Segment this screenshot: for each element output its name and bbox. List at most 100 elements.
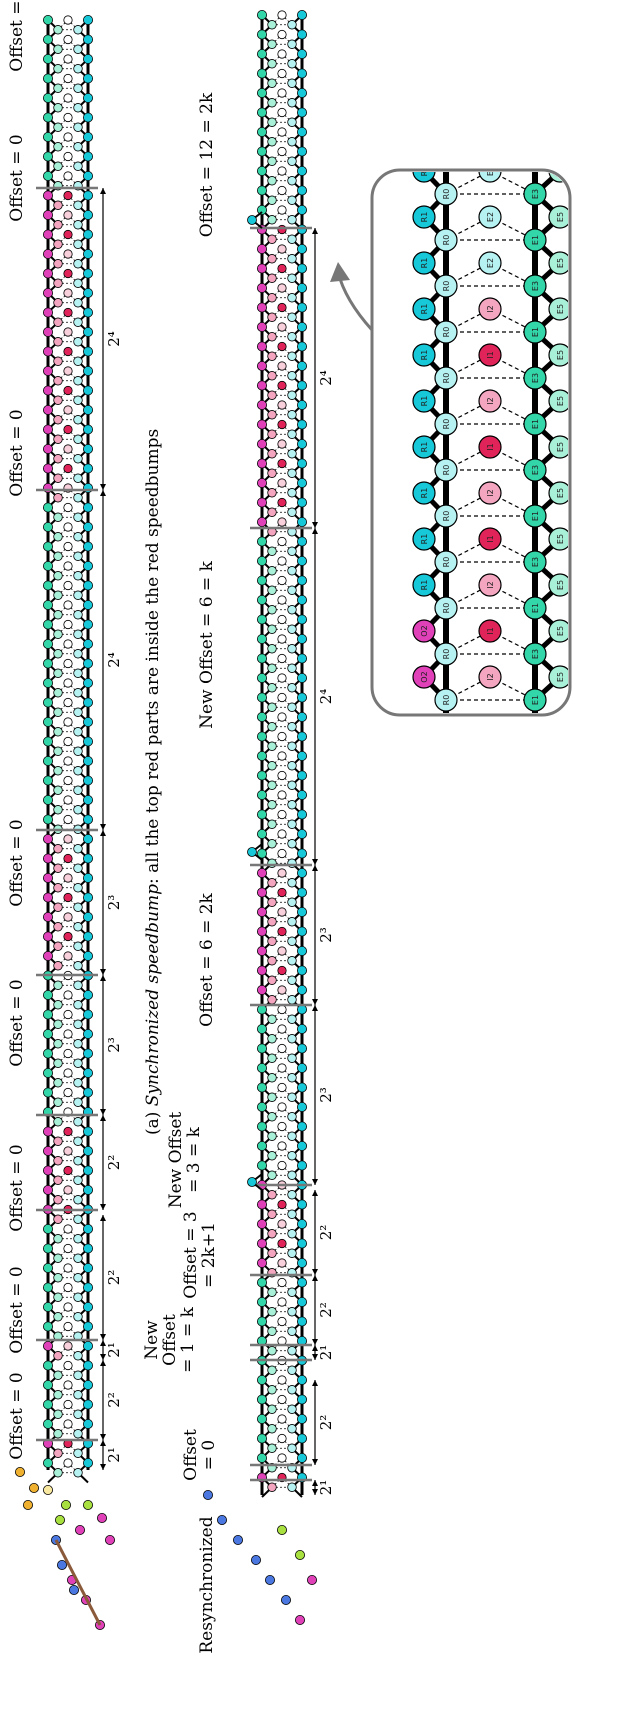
- node: [267, 1287, 277, 1297]
- node: [287, 234, 297, 244]
- node: [73, 1390, 83, 1400]
- node: [73, 961, 83, 971]
- node: [63, 15, 73, 25]
- node: [73, 1175, 83, 1185]
- node: [277, 1258, 287, 1268]
- node: [43, 1321, 54, 1332]
- node: [256, 185, 267, 196]
- node: [83, 853, 94, 864]
- arrow-head: [100, 830, 106, 836]
- node: [53, 1214, 63, 1224]
- node: [256, 809, 267, 820]
- arrow-head: [312, 1380, 318, 1386]
- node: [63, 873, 73, 883]
- node: [287, 878, 297, 888]
- node: [287, 78, 297, 88]
- node: [256, 1277, 267, 1288]
- node: [53, 1292, 63, 1302]
- node: [63, 717, 73, 727]
- node: [83, 1029, 94, 1040]
- node: [277, 985, 287, 995]
- arrow-head: [100, 1340, 106, 1346]
- node: [287, 897, 297, 907]
- node: [53, 395, 63, 405]
- node: [296, 1082, 307, 1093]
- node: [296, 1043, 307, 1054]
- node: [287, 1112, 297, 1122]
- node: [277, 1102, 287, 1112]
- callout-arrowhead: [330, 262, 350, 282]
- node: [73, 298, 83, 308]
- node: [53, 1312, 63, 1322]
- node: [296, 204, 307, 215]
- node: [256, 926, 267, 937]
- node: [43, 1399, 54, 1410]
- node: [63, 1399, 73, 1410]
- node: [53, 356, 63, 366]
- inset-node-label: E5: [556, 350, 565, 360]
- start-node: [216, 1515, 227, 1526]
- inset-node: [434, 642, 458, 666]
- start-node: [83, 1500, 94, 1511]
- node: [63, 1302, 73, 1312]
- node: [287, 683, 297, 693]
- node: [267, 312, 277, 322]
- node: [73, 1292, 83, 1302]
- node: [256, 1141, 267, 1152]
- node: [53, 941, 63, 951]
- node: [63, 190, 73, 201]
- node: [277, 595, 287, 605]
- node: [267, 741, 277, 751]
- node: [267, 449, 277, 459]
- node: [73, 980, 83, 990]
- node: [277, 29, 287, 40]
- inset-node-label: O2: [420, 625, 429, 636]
- node: [256, 1316, 267, 1327]
- node: [256, 204, 267, 215]
- arrow-head: [100, 1354, 106, 1360]
- start-node: [276, 1525, 287, 1536]
- node: [53, 1019, 63, 1029]
- arrow-head: [312, 1190, 318, 1196]
- node: [256, 1121, 267, 1132]
- span-label: 2²: [105, 1392, 123, 1408]
- node: [43, 54, 54, 65]
- node: [83, 717, 94, 728]
- node: [53, 25, 63, 35]
- node: [277, 166, 287, 176]
- node: [256, 107, 267, 118]
- node: [53, 1468, 63, 1478]
- node: [277, 1316, 287, 1327]
- inset-node: [523, 642, 547, 666]
- node: [287, 351, 297, 361]
- node: [277, 361, 287, 371]
- node: [277, 790, 287, 800]
- inset-node: [523, 550, 547, 574]
- node: [43, 1282, 54, 1293]
- node: [83, 736, 94, 747]
- node: [83, 307, 94, 318]
- node: [63, 1029, 73, 1039]
- node: [53, 532, 63, 542]
- node: [267, 839, 277, 849]
- node: [296, 1297, 307, 1308]
- node: [73, 1019, 83, 1029]
- node: [53, 1136, 63, 1146]
- node: [73, 1117, 83, 1127]
- node: [287, 1346, 297, 1356]
- node: [63, 561, 73, 571]
- node: [63, 171, 73, 181]
- node: [83, 1126, 94, 1137]
- node: [267, 1073, 277, 1083]
- node: [83, 1302, 94, 1313]
- node: [296, 907, 307, 918]
- node: [83, 34, 94, 45]
- inset-node: [523, 366, 547, 390]
- start-node: [294, 1615, 305, 1626]
- node: [43, 756, 54, 767]
- inset-node: [548, 435, 568, 459]
- node: [277, 185, 287, 196]
- node: [296, 282, 307, 293]
- node: [256, 868, 267, 879]
- node: [73, 805, 83, 815]
